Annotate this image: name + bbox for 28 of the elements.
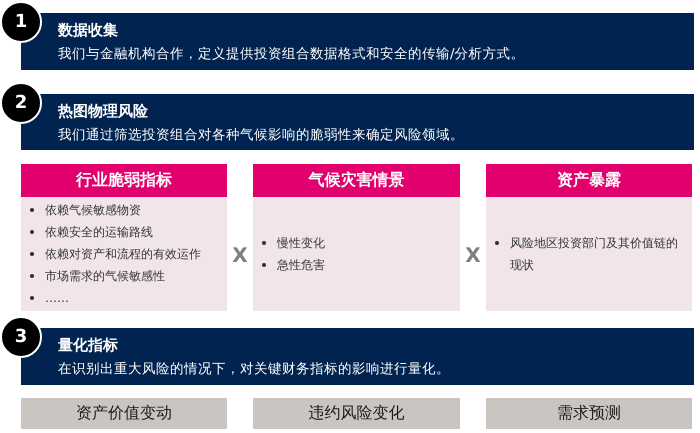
step-title: 热图物理风险 — [58, 101, 149, 121]
category-heading: 气候灾害情景 — [253, 164, 460, 197]
list-item: 慢性变化 — [277, 235, 325, 252]
step-number: 3 — [0, 316, 42, 358]
step-description: 在识别出重大风险的情况下，对关键财务指标的影响进行量化。 — [58, 360, 451, 379]
category-panel — [253, 164, 460, 311]
list-item: 依赖气候敏感物资 — [45, 202, 141, 219]
step-number: 1 — [0, 1, 42, 43]
list-item: …… — [45, 290, 69, 307]
category-heading: 行业脆弱指标 — [21, 164, 227, 197]
list-item: 急性危害 — [277, 257, 325, 274]
metric-box: 资产价值变动 — [21, 398, 227, 429]
step-number: 2 — [0, 82, 42, 124]
step-description: 我们通过筛选投资组合对各种气候影响的脆弱性来确定风险领域。 — [58, 126, 465, 145]
metric-box: 需求预测 — [486, 398, 692, 429]
multiplication-sign: X — [464, 243, 482, 267]
category-panel — [21, 164, 227, 311]
multiplication-sign: X — [231, 243, 249, 267]
list-item: 风险地区投资部门及其价值链的现状 — [510, 235, 679, 274]
category-heading: 资产暴露 — [486, 164, 692, 197]
category-panel — [486, 164, 692, 311]
list-item: 市场需求的气候敏感性 — [45, 268, 165, 285]
list-item: 依赖对资产和流程的有效运作 — [45, 246, 201, 263]
list-item: 依赖安全的运输路线 — [45, 224, 153, 241]
step-title: 量化指标 — [58, 335, 119, 355]
metric-box: 违约风险变化 — [253, 398, 460, 429]
step-title: 数据收集 — [58, 20, 119, 40]
step-description: 我们与金融机构合作，定义提供投资组合数据格式和安全的传输/分析方式。 — [58, 45, 526, 64]
